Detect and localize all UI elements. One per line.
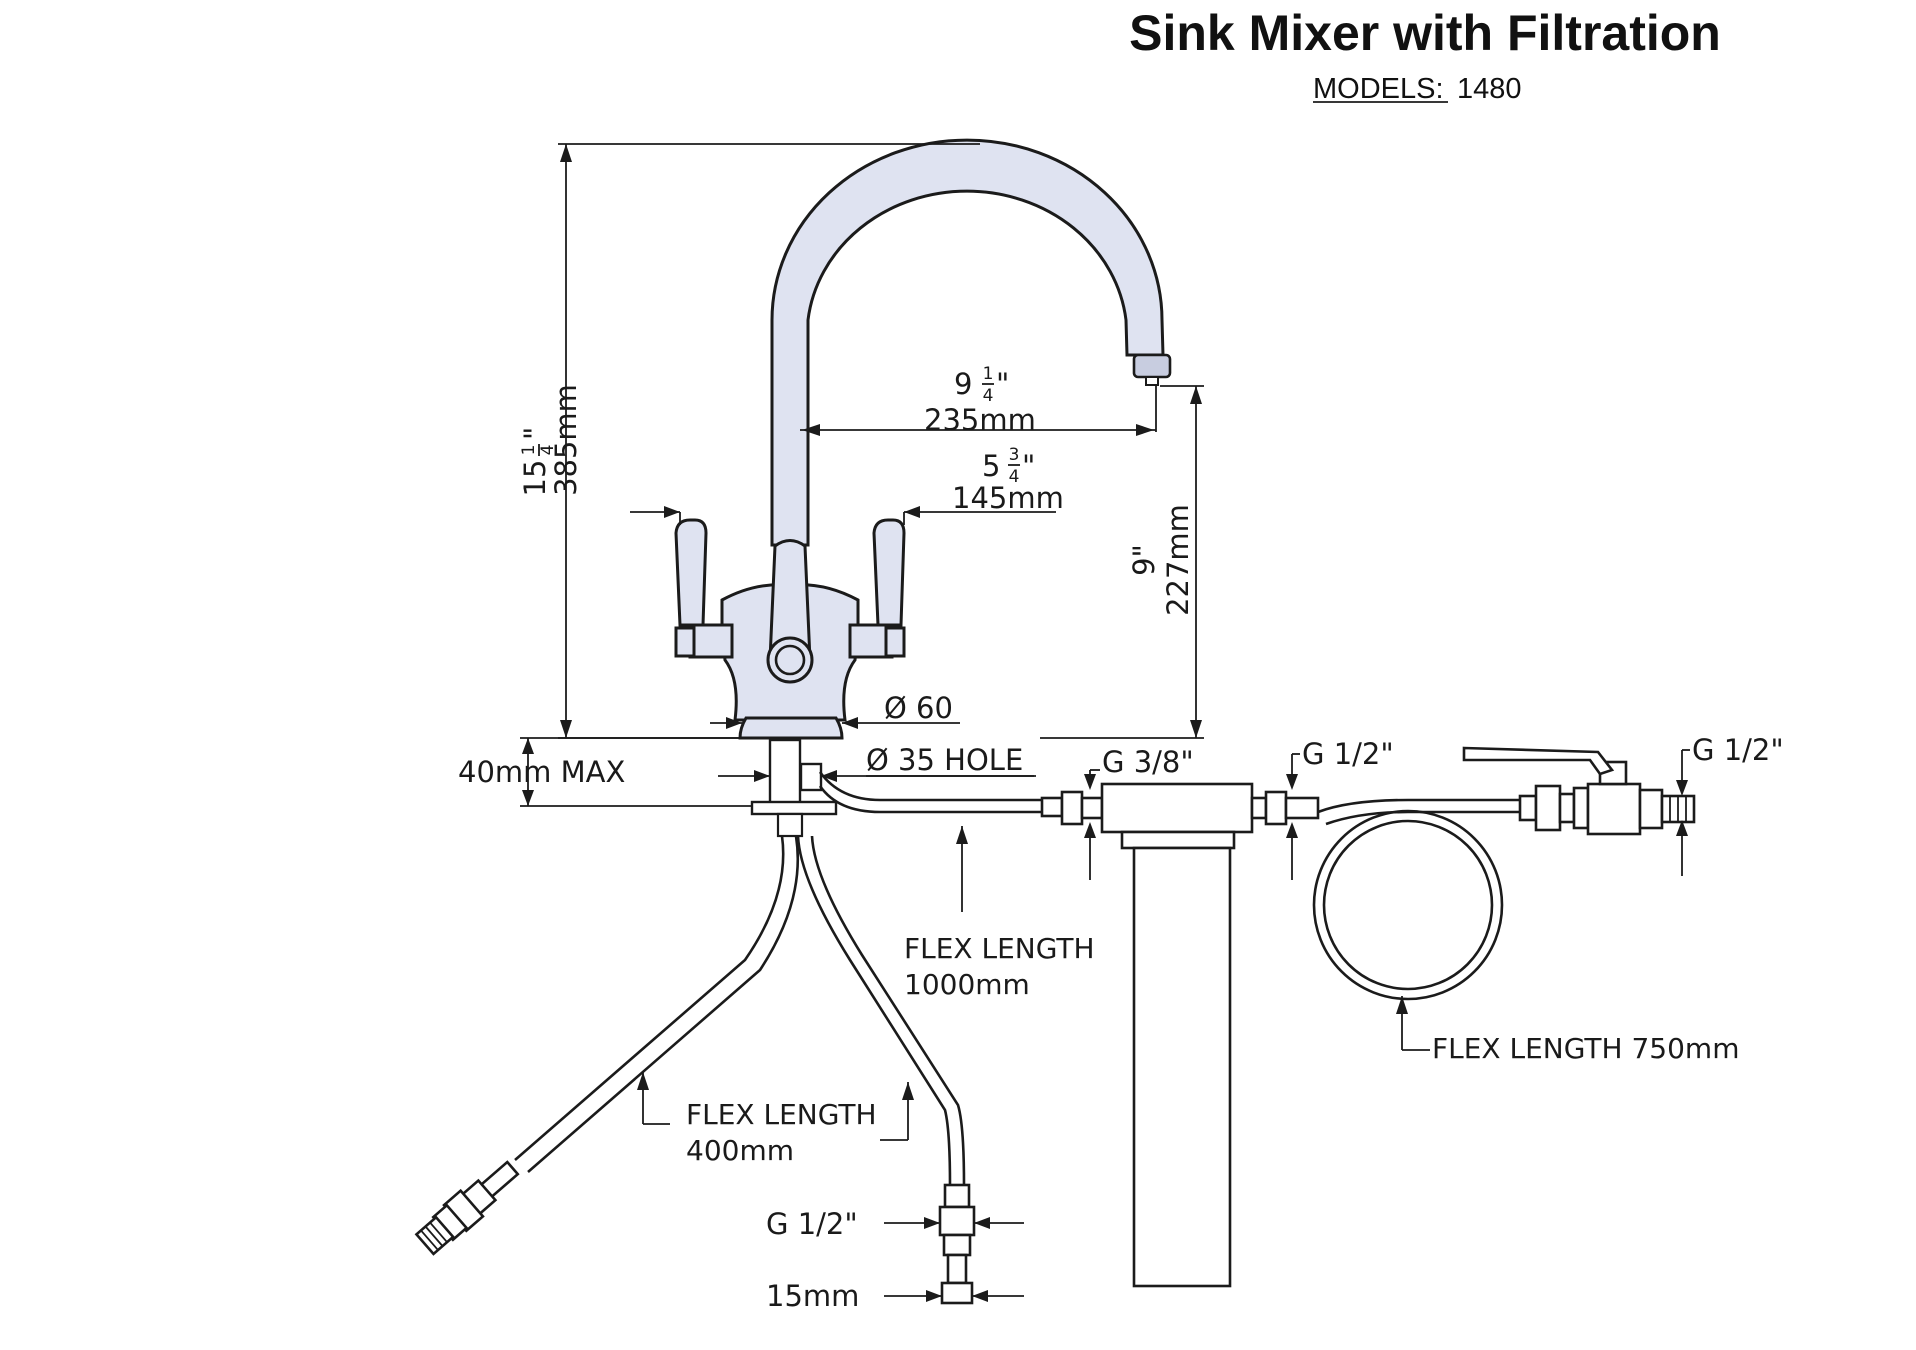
- hose-400-label-line1: FLEX LENGTH: [686, 1098, 877, 1131]
- spout-height-dimension-label: 9" 227mm: [1127, 504, 1195, 616]
- right-handle: [872, 518, 906, 627]
- flex-hose-1000-inner: [818, 785, 1042, 814]
- flex-hoses: [414, 771, 1520, 1305]
- aerator-tip: [1145, 376, 1159, 386]
- coiled-hose-750-inner: [1322, 819, 1494, 991]
- reach-inch-frac-den: 4: [983, 386, 994, 406]
- handle-mm: 145mm: [952, 481, 1064, 515]
- spout-height-inch: 9": [1127, 544, 1161, 576]
- hose-1000-label-line2: 1000mm: [904, 968, 1030, 1001]
- models-label: MODELS:: [1313, 73, 1444, 105]
- flex-hose-400-right-inner: [810, 835, 966, 1186]
- tap-base: [738, 716, 844, 740]
- flex-hose-400-left: [514, 835, 785, 1161]
- isolation-valve: [1462, 746, 1696, 836]
- models-value: 1480: [1457, 73, 1522, 105]
- spout: [770, 138, 1165, 547]
- height-inch-whole: 15: [518, 460, 552, 497]
- tail-size-label: 15mm: [766, 1279, 859, 1313]
- reach-inch-frac-num: 1: [983, 364, 994, 384]
- flex-hose-1000: [818, 771, 1042, 802]
- valve-lever: [1462, 746, 1615, 776]
- base-diameter-label: Ø 60: [884, 691, 953, 725]
- height-mm: 385mm: [549, 384, 583, 496]
- mixer-tap: [674, 138, 1172, 838]
- valve-outlet-thread-label: G 1/2": [1692, 733, 1784, 767]
- hose-connector-left: [1040, 796, 1064, 818]
- handle-inch-frac-num: 3: [1009, 445, 1020, 465]
- height-inch-mark: ": [518, 427, 552, 440]
- shank-nut: [799, 762, 823, 792]
- filter-collar: [1120, 830, 1236, 850]
- hose-750-label: FLEX LENGTH 750mm: [1432, 1032, 1739, 1065]
- filter-cartridge: [1132, 846, 1232, 1288]
- handle-inch-whole: 5: [982, 449, 1000, 483]
- aerator: [1132, 353, 1172, 379]
- flex-hose-400-left-inner: [527, 835, 800, 1173]
- reach-dimension-label: 9 1 4 " 235mm: [924, 364, 1036, 437]
- coiled-hose-750-outer: [1312, 809, 1504, 1001]
- backnut-washer: [750, 800, 838, 816]
- centre-lever: [768, 539, 812, 662]
- hose-1000-label-line1: FLEX LENGTH: [904, 932, 1095, 965]
- handle-inch-frac-den: 4: [1009, 467, 1020, 487]
- tail-thread-label: G 1/2": [766, 1207, 858, 1241]
- left-arm: [688, 623, 734, 659]
- handle-inch-mark: ": [1022, 449, 1035, 483]
- hole-diameter-label: Ø 35 HOLE: [866, 743, 1023, 777]
- reach-mm: 235mm: [924, 403, 1036, 437]
- drawing-title: Sink Mixer with Filtration: [1129, 5, 1721, 61]
- right-tail-fitting: [938, 1183, 976, 1305]
- right-arm-cap: [884, 626, 906, 658]
- filter-inlet-thread-label: G 3/8": [1102, 745, 1194, 779]
- centre-boss-inner: [774, 644, 806, 676]
- left-arm-cap: [674, 626, 696, 658]
- filter-outlet-stub: [1250, 796, 1268, 820]
- height-dimension-label: 15 1 4 " 385mm: [518, 384, 583, 496]
- tail-stub: [776, 812, 804, 838]
- deck-thickness-label: 40mm MAX: [458, 755, 625, 789]
- filter-outlet-nut: [1264, 790, 1288, 826]
- height-inch-frac-den: 4: [538, 445, 558, 456]
- filter-inlet-stub: [1080, 796, 1104, 820]
- handle-dimension-label: 5 3 4 " 145mm: [952, 445, 1064, 515]
- filter-unit: [1040, 782, 1320, 1288]
- filter-outlet-thread-label: G 1/2": [1302, 737, 1394, 771]
- reach-inch-whole: 9: [954, 367, 972, 401]
- left-end-fitting: [414, 1160, 520, 1256]
- flex-hose-400-right: [796, 835, 952, 1186]
- filter-head: [1100, 782, 1254, 834]
- hose-400-label-line2: 400mm: [686, 1134, 794, 1167]
- height-inch-frac-num: 1: [519, 445, 539, 456]
- hose-750-lead-in: [1317, 798, 1520, 814]
- filter-inlet-nut: [1060, 790, 1084, 826]
- spout-height-mm: 227mm: [1161, 504, 1195, 616]
- hose-connector-right: [1284, 796, 1320, 820]
- shank: [768, 738, 802, 807]
- left-handle: [674, 518, 708, 627]
- dimension-lines: [520, 143, 1690, 1302]
- reach-inch-mark: ": [996, 367, 1009, 401]
- hose-750-lead-in-inner: [1325, 810, 1520, 826]
